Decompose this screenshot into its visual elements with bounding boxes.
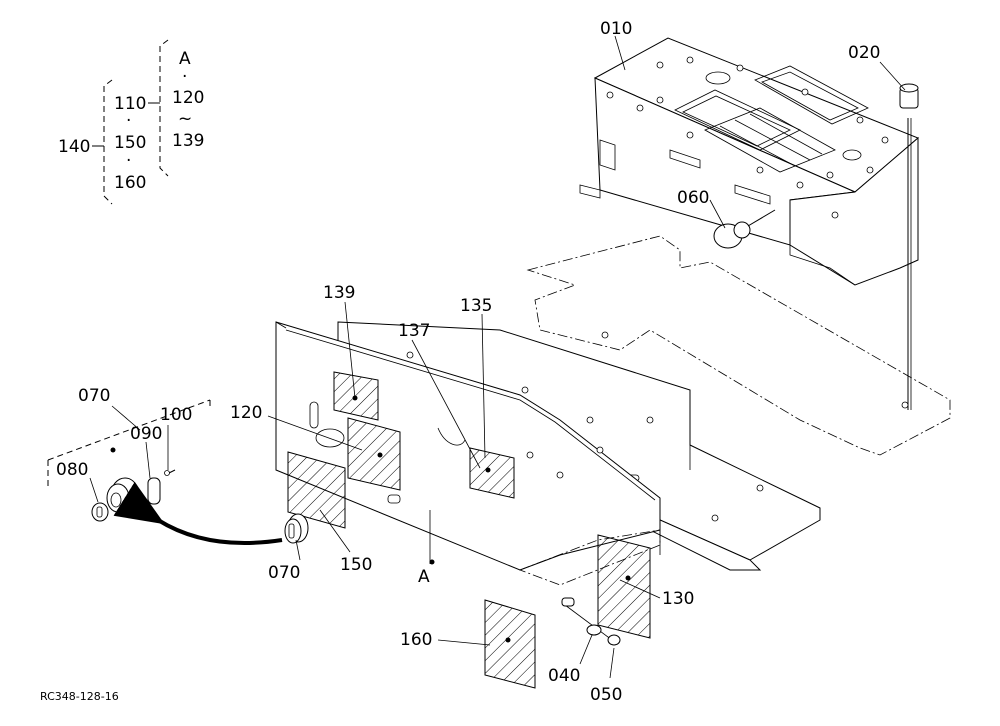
legend-group-160: 160 — [114, 173, 146, 193]
label-150 — [287, 451, 346, 529]
legend-group-150: 150 — [114, 133, 146, 153]
cover-reference-outline — [518, 529, 661, 586]
callout-135: 135 — [460, 296, 492, 316]
label-135 — [469, 447, 515, 499]
callout-090: 090 — [130, 424, 162, 444]
legend-dot-1: · — [182, 67, 187, 87]
legend-assembly-140: 140 — [58, 137, 90, 157]
label-130 — [597, 534, 651, 639]
leader-lines — [89, 35, 906, 679]
direction-arrow — [113, 481, 283, 546]
legend-letter-a: A — [179, 49, 191, 69]
callout-010: 010 — [600, 19, 632, 39]
floor-plate-outline — [526, 235, 951, 456]
callout-120: 120 — [230, 403, 262, 423]
callout-060: 060 — [677, 188, 709, 208]
label-160 — [484, 599, 536, 689]
callout-070-top: 070 — [78, 386, 110, 406]
callout-labels: 010 020 060 139 135 137 120 070 090 100 … — [56, 19, 880, 705]
callout-150: 150 — [340, 555, 372, 575]
figure-id: RC348-128-16 — [40, 690, 119, 703]
knob-060 — [713, 209, 776, 249]
callout-139: 139 — [323, 283, 355, 303]
callout-160: 160 — [400, 630, 432, 650]
callout-a: A — [418, 567, 430, 587]
callout-050: 050 — [590, 685, 622, 705]
label-110 — [347, 417, 401, 491]
callout-020: 020 — [848, 43, 880, 63]
callout-130: 130 — [662, 589, 694, 609]
legend-bracket: A · 120 ~ 139 110 · 150 · 160 140 — [58, 39, 204, 205]
legend-tilde: ~ — [178, 109, 192, 129]
upper-frame-010 — [579, 37, 919, 410]
legend-range-to: 139 — [172, 131, 204, 151]
legend-dot-3: · — [126, 151, 131, 171]
callout-070-bottom: 070 — [268, 563, 300, 583]
legend-range-from: 120 — [172, 88, 204, 108]
callout-080: 080 — [56, 460, 88, 480]
callout-137: 137 — [398, 321, 430, 341]
callout-100: 100 — [160, 405, 192, 425]
legend-group-110: 110 — [114, 94, 146, 114]
legend-dot-2: · — [126, 111, 131, 131]
fasteners-040-050 — [561, 597, 621, 646]
callout-040: 040 — [548, 666, 580, 686]
